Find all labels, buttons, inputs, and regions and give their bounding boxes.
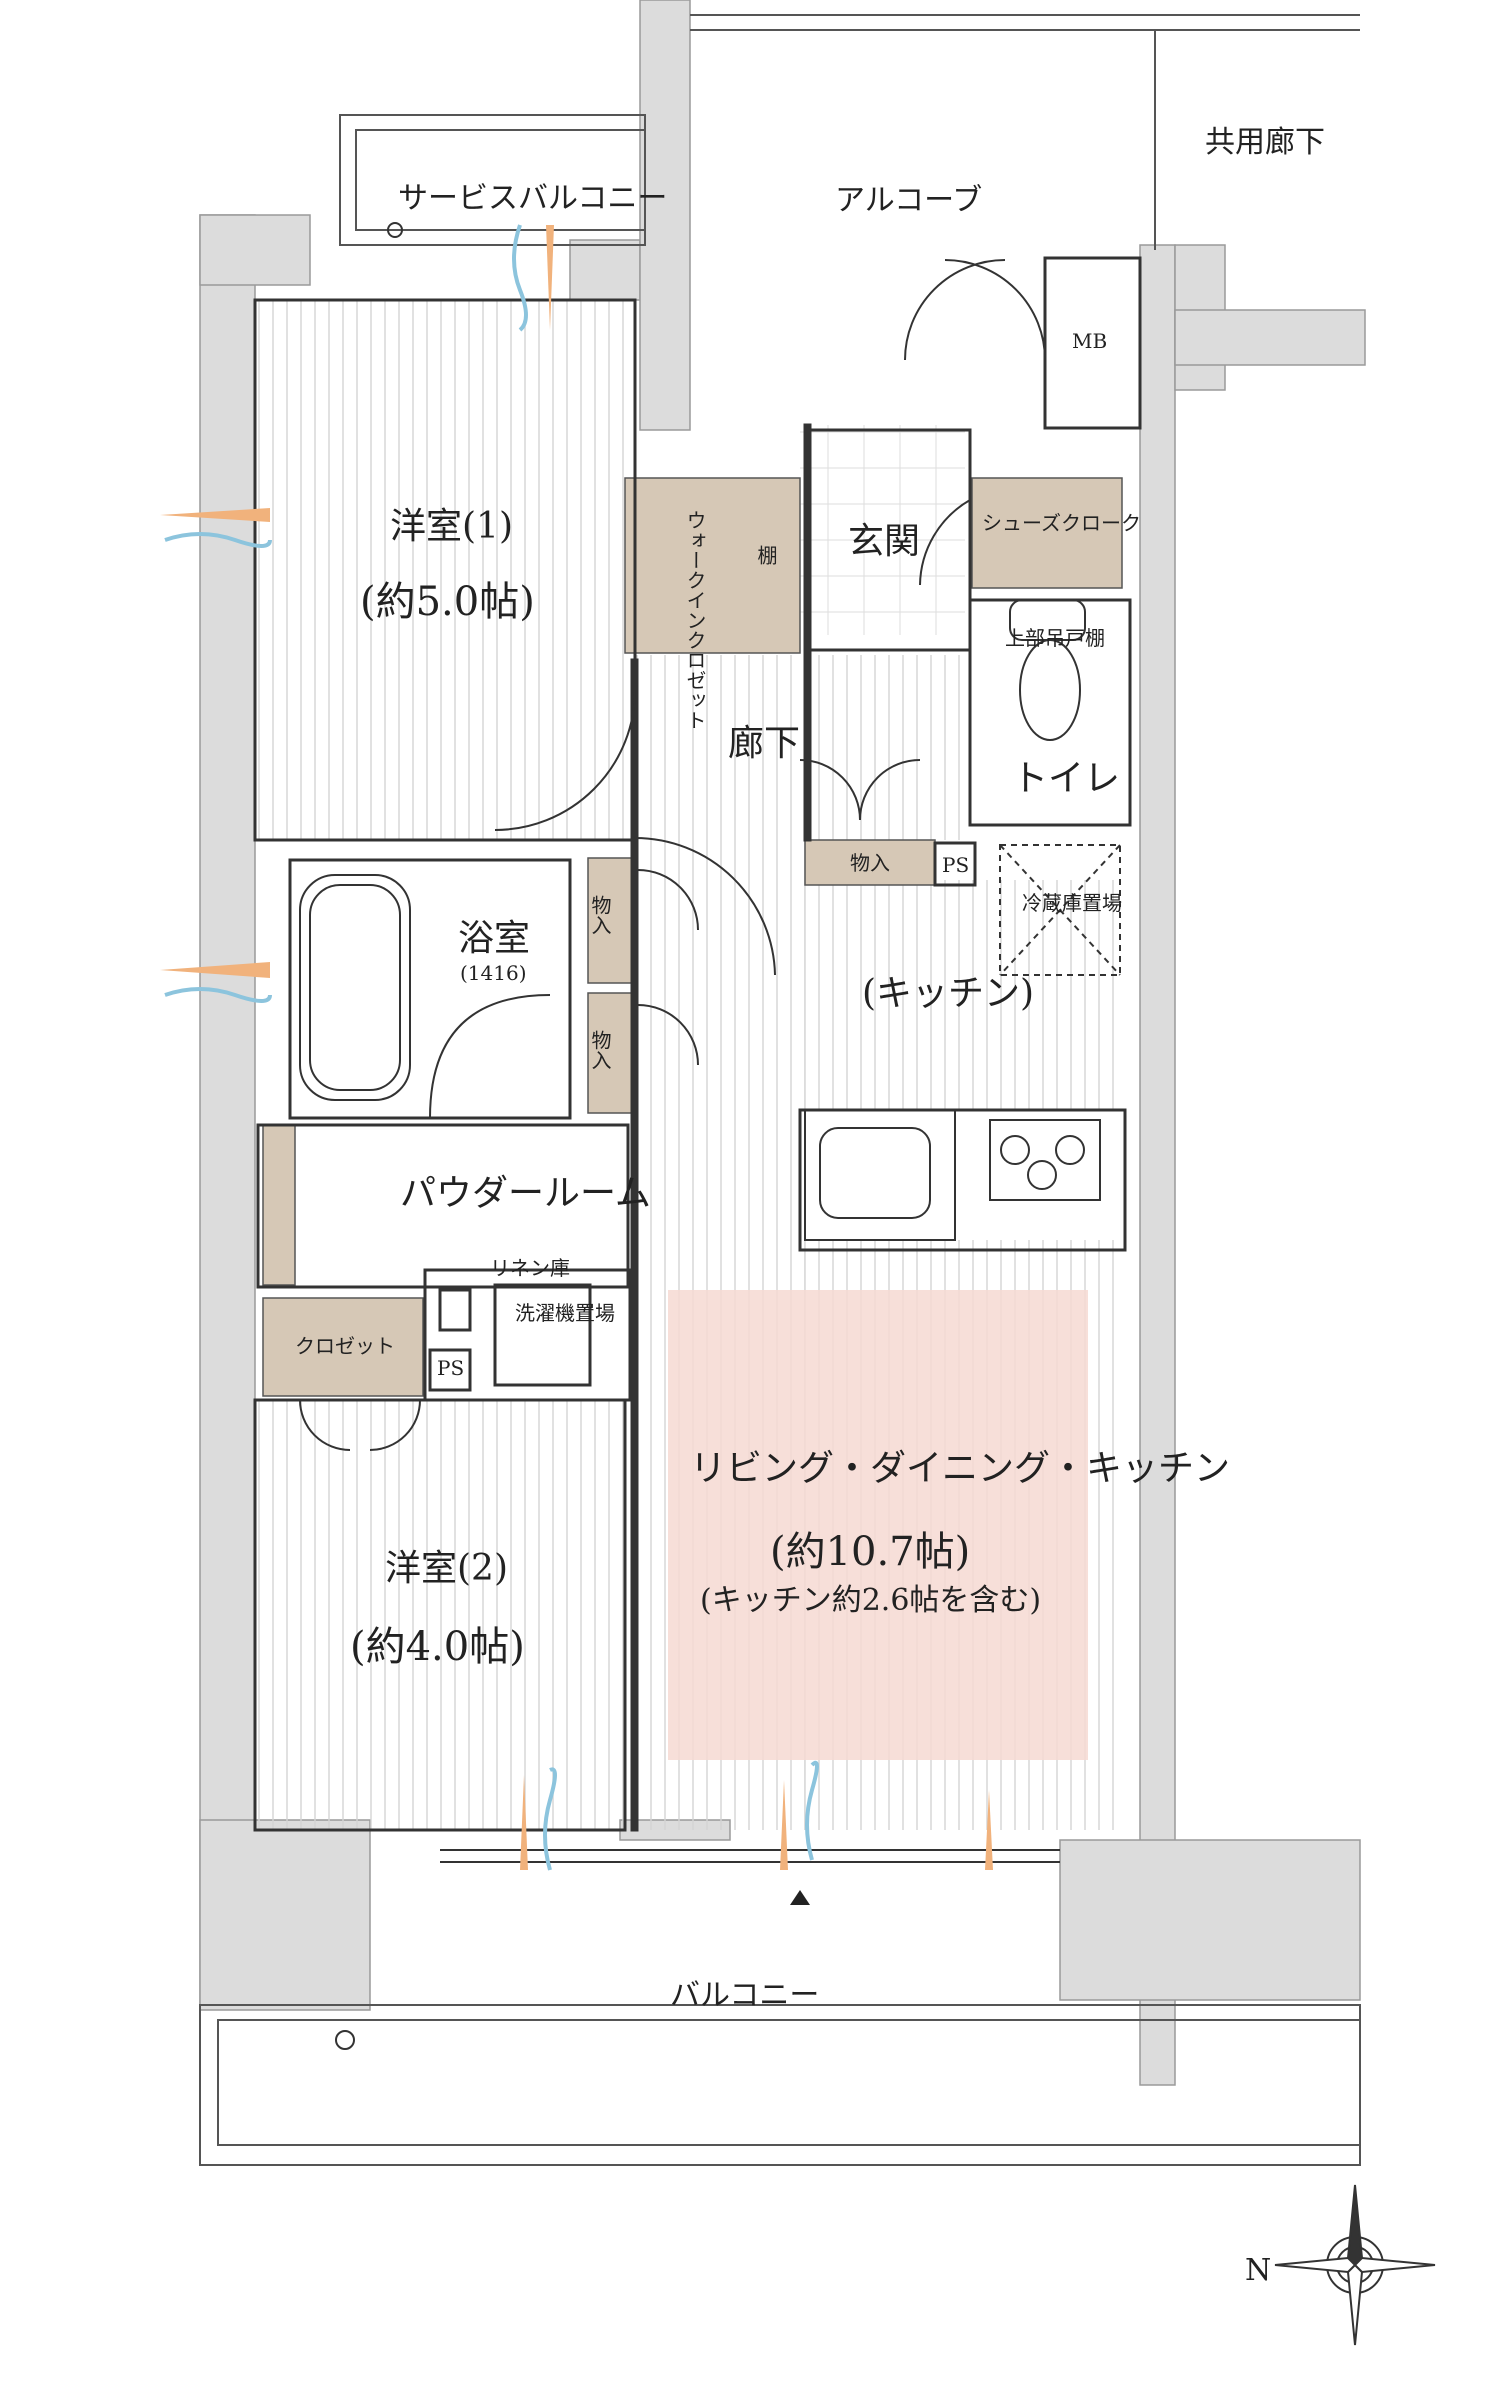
label-common-corridor: 共用廊下 xyxy=(1205,125,1325,160)
label-ps1: PS xyxy=(942,853,969,877)
label-bathroom: 浴室 xyxy=(458,918,530,959)
interior-lines xyxy=(253,222,1142,2050)
label-entrance: 玄関 xyxy=(848,521,920,562)
compass-north-label: N xyxy=(1245,2253,1271,2288)
label-shelf: 棚 xyxy=(754,545,778,565)
room-labels: サービスバルコニー アルコーブ 共用廊下 MB 洋室(1) (約5.0帖) ウォ… xyxy=(295,125,1325,2013)
label-storage2: 物入 xyxy=(588,1030,612,1070)
label-bath-size: (1416) xyxy=(460,961,527,985)
label-service-balcony: サービスバルコニー xyxy=(398,181,667,216)
label-mb: MB xyxy=(1072,329,1107,353)
compass-rose xyxy=(1274,2184,1436,2346)
label-ldk-note: (キッチン約2.6帖を含む) xyxy=(700,1583,1041,1618)
label-western1-size: (約5.0帖) xyxy=(360,579,535,625)
label-kitchen: (キッチン) xyxy=(862,973,1034,1014)
label-western2-name: 洋室(2) xyxy=(385,1548,508,1589)
label-shoes-cloak: シューズクローク xyxy=(982,511,1141,535)
label-toilet: トイレ xyxy=(1012,758,1120,799)
balcony-outlines xyxy=(199,14,1361,2166)
label-western2-size: (約4.0帖) xyxy=(350,1624,525,1670)
label-linen: リネン庫 xyxy=(490,1256,570,1280)
label-balcony: バルコニー xyxy=(670,1978,819,2013)
label-western1-name: 洋室(1) xyxy=(390,506,513,547)
storage-fills xyxy=(262,477,1123,1397)
ldk-highlight xyxy=(668,1290,1088,1760)
label-powder-room: パウダールーム xyxy=(400,1173,651,1214)
ventilation-arrows xyxy=(160,224,993,1905)
label-hallway: 廊下 xyxy=(728,723,800,764)
label-walkin-closet: ウォークインクロゼット xyxy=(683,510,707,730)
label-closet: クロゼット xyxy=(295,1334,395,1358)
label-storage3: 物入 xyxy=(850,851,890,875)
label-storage1: 物入 xyxy=(588,895,612,935)
label-ldk-size: (約10.7帖) xyxy=(770,1529,970,1575)
label-ps2: PS xyxy=(437,1356,464,1380)
label-fridge: 冷蔵庫置場 xyxy=(1022,891,1122,915)
label-alcove: アルコーブ xyxy=(835,183,982,218)
label-washer: 洗濯機置場 xyxy=(515,1301,615,1325)
label-upper-shelf: 上部吊戸棚 xyxy=(1005,626,1105,650)
label-ldk: リビング・ダイニング・キッチン xyxy=(690,1448,1230,1489)
